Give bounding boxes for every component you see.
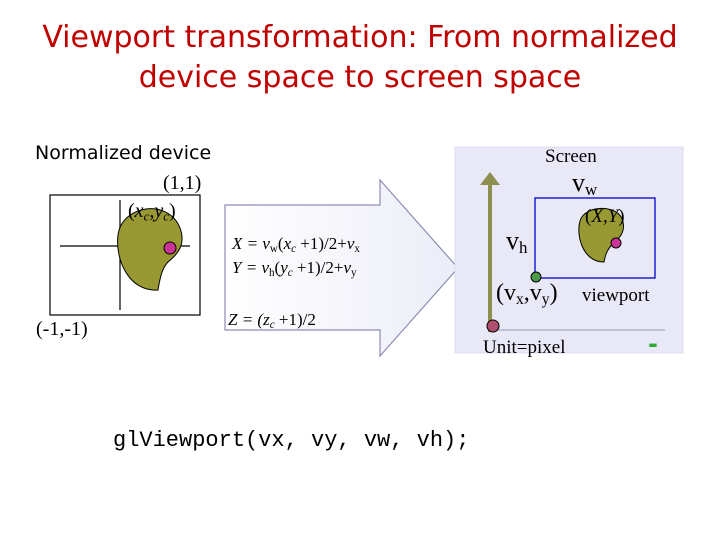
viewport-origin-label: (vx,vy) bbox=[496, 280, 558, 308]
ndc-point-label: (xc,yc) bbox=[128, 200, 176, 224]
viewport-label: viewport bbox=[582, 285, 650, 306]
vw-label: vw bbox=[572, 168, 598, 200]
equation-y: Y = vh(yc +1)/2+vy bbox=[232, 258, 357, 279]
equation-z: Z = (zc +1)/2 bbox=[228, 310, 316, 331]
screen-blob bbox=[578, 207, 625, 263]
screen-y-arrowhead bbox=[480, 172, 500, 185]
screen-label: Screen bbox=[545, 146, 597, 167]
ndc-point-dot bbox=[163, 241, 177, 255]
green-dash: - bbox=[648, 330, 658, 358]
equation-x: X = vw(xc +1)/2+vx bbox=[232, 234, 360, 255]
screen-origin-marker bbox=[486, 319, 500, 333]
viewport-rect bbox=[534, 197, 656, 279]
vh-label: vh bbox=[506, 226, 528, 258]
viewport-origin-dot bbox=[530, 271, 542, 283]
ndc-corner-bottom-left: (-1,-1) bbox=[36, 318, 88, 340]
screen-point-dot bbox=[610, 237, 622, 249]
ndc-square bbox=[49, 194, 201, 316]
ndc-corner-top-right: (1,1) bbox=[163, 172, 202, 194]
transform-arrow bbox=[224, 178, 459, 358]
code-line: glViewport(vx, vy, vw, vh); bbox=[113, 428, 470, 453]
ndc-label: Normalized device bbox=[35, 142, 212, 164]
screen-point-label: (X,Y) bbox=[585, 206, 625, 227]
ndc-blob bbox=[117, 208, 183, 291]
unit-label: Unit=pixel bbox=[483, 337, 566, 358]
slide-title: Viewport transformation: From normalized… bbox=[42, 20, 678, 95]
